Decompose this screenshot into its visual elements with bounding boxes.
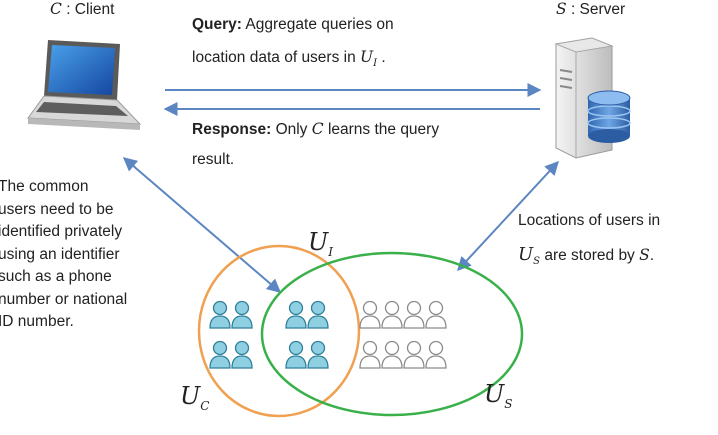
common-note-line: using an identifier: [0, 245, 120, 263]
server-set-circle: [260, 251, 524, 417]
intersection-set-letter: U: [308, 228, 329, 256]
response-line2: result.: [192, 151, 235, 168]
query-end: .: [381, 49, 386, 66]
server-set-sub: S: [504, 396, 513, 411]
client-set-label: UC: [180, 382, 209, 413]
server-note-set: U: [518, 244, 534, 265]
client-label-text: : Client: [66, 1, 115, 18]
server-symbol: S: [556, 0, 567, 18]
common-users-note: The common users need to be identified p…: [0, 176, 127, 334]
response-text: Response: Only C learns the query result…: [192, 118, 439, 171]
response-heading: Response:: [192, 121, 272, 138]
common-users-icon: [285, 300, 329, 369]
server-note: Locations of users in US are stored by S…: [518, 210, 660, 273]
response-before: Only: [275, 121, 308, 138]
server-note-set-sub: S: [533, 256, 541, 268]
intersection-set-label: UI: [308, 228, 333, 259]
common-note-line: such as a phone: [0, 268, 112, 285]
server-note-line1: Locations of users in: [518, 212, 661, 229]
client-users-icon: [209, 300, 253, 369]
response-symbol: C: [311, 120, 324, 138]
query-text: Query: Aggregate queries on location dat…: [192, 14, 394, 75]
query-line1: Aggregate queries on: [245, 16, 394, 33]
server-users-icon: [359, 300, 447, 369]
query-heading: Query:: [192, 16, 242, 33]
common-note-line: The common: [0, 178, 89, 195]
server-label: S : Server: [556, 0, 625, 21]
common-note-line: users need to be: [0, 200, 114, 218]
response-after: learns the query: [327, 121, 440, 138]
common-users-arrow: [122, 157, 282, 293]
query-set: U: [360, 48, 374, 66]
client-label: C : Client: [50, 0, 114, 21]
server-note-end: .: [649, 247, 655, 264]
query-set-sub: I: [373, 58, 378, 70]
intersection-set-sub: I: [328, 244, 333, 259]
server-database-icon: [554, 37, 631, 159]
client-set-sub: C: [200, 398, 210, 413]
server-set-letter: U: [484, 380, 505, 408]
client-set-circle: [197, 244, 361, 418]
server-note-symbol: S: [639, 246, 650, 264]
server-label-text: : Server: [570, 1, 626, 18]
common-note-line: identified privately: [0, 223, 123, 240]
laptop-icon: [27, 40, 142, 130]
server-set-arrow: [457, 160, 559, 272]
server-note-middle: are stored by: [544, 247, 635, 264]
server-set-label: US: [484, 380, 512, 411]
common-note-line: number or national: [0, 290, 128, 308]
common-note-line: ID number.: [0, 313, 74, 330]
client-symbol: C: [50, 0, 62, 18]
client-set-letter: U: [180, 382, 201, 410]
query-line2: location data of users in: [192, 49, 356, 66]
